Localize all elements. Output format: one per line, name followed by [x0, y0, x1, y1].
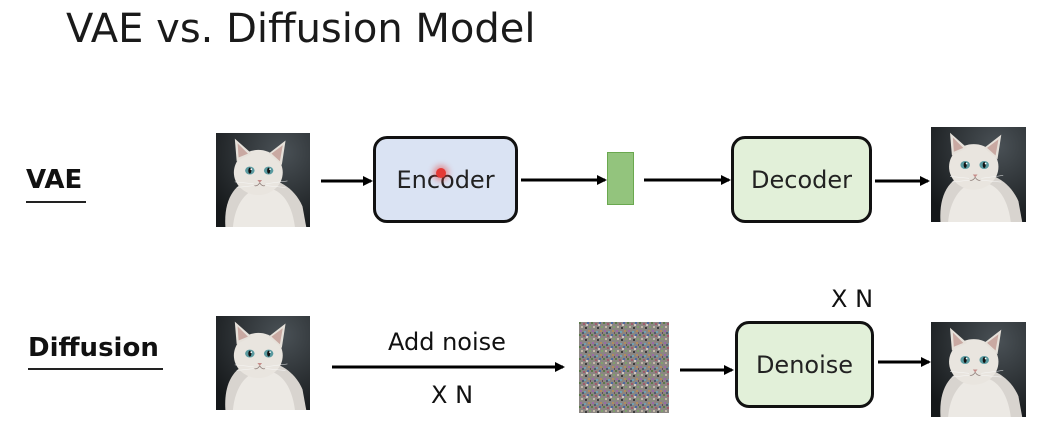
vae-row-label: VAE	[26, 165, 83, 195]
diffusion-row-label: Diffusion	[28, 333, 159, 363]
denoise-repeat-label: X N	[831, 285, 874, 313]
decoder-label: Decoder	[751, 165, 852, 194]
decoder-box: Decoder	[731, 136, 872, 223]
vae-label-underline	[26, 201, 86, 203]
add-noise-label: Add noise	[388, 328, 506, 356]
diffusion-label-underline	[28, 368, 163, 370]
latent-vector	[607, 152, 634, 205]
noise-image	[579, 322, 669, 413]
denoise-box: Denoise	[735, 321, 874, 408]
denoise-label: Denoise	[755, 350, 854, 379]
cursor-dot	[436, 168, 446, 178]
slide-title: VAE vs. Diffusion Model	[66, 6, 536, 52]
add-noise-repeat-label: X N	[431, 381, 474, 409]
encoder-box: Encoder	[373, 136, 518, 223]
